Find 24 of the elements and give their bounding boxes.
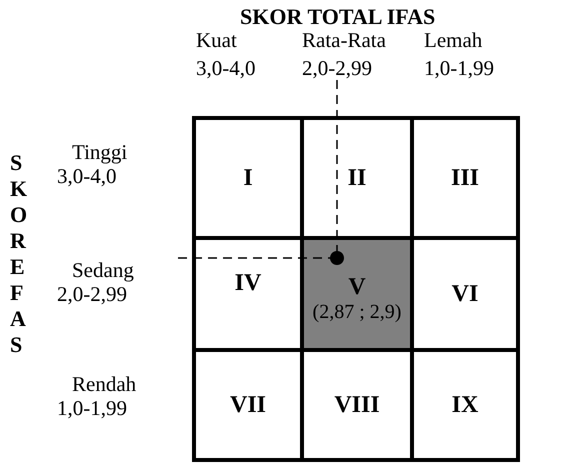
quadrant-number: VIII <box>334 392 380 418</box>
quadrant-number: II <box>348 164 366 192</box>
column-range: 3,0-4,0 <box>196 56 256 81</box>
quadrant-number: I <box>243 164 253 192</box>
quadrant-number: V <box>348 274 366 301</box>
coordinate-label: (2,87 ; 2,9) <box>312 301 402 324</box>
column-range: 1,0-1,99 <box>424 56 494 81</box>
column-header: Rata-Rata <box>302 28 386 53</box>
quadrant-number: IV <box>234 270 262 297</box>
row-range: 3,0-4,0 <box>57 164 116 189</box>
column-header: Lemah <box>424 28 482 53</box>
matrix-title: SKOR TOTAL IFAS <box>240 4 436 30</box>
quadrant-number: III <box>450 164 480 192</box>
row-range: 1,0-1,99 <box>57 396 127 421</box>
column-header: Kuat <box>196 28 237 53</box>
quadrant-number: VII <box>230 392 266 418</box>
quadrant-number: IX <box>452 392 478 418</box>
row-header: Tinggi <box>72 140 128 165</box>
row-header: Sedang <box>72 258 134 283</box>
quadrant-number: VI <box>452 280 478 308</box>
row-range: 2,0-2,99 <box>57 282 127 307</box>
axis-title: SKOR EFAS <box>10 150 26 358</box>
row-header: Rendah <box>72 372 136 397</box>
column-range: 2,0-2,99 <box>302 56 372 81</box>
